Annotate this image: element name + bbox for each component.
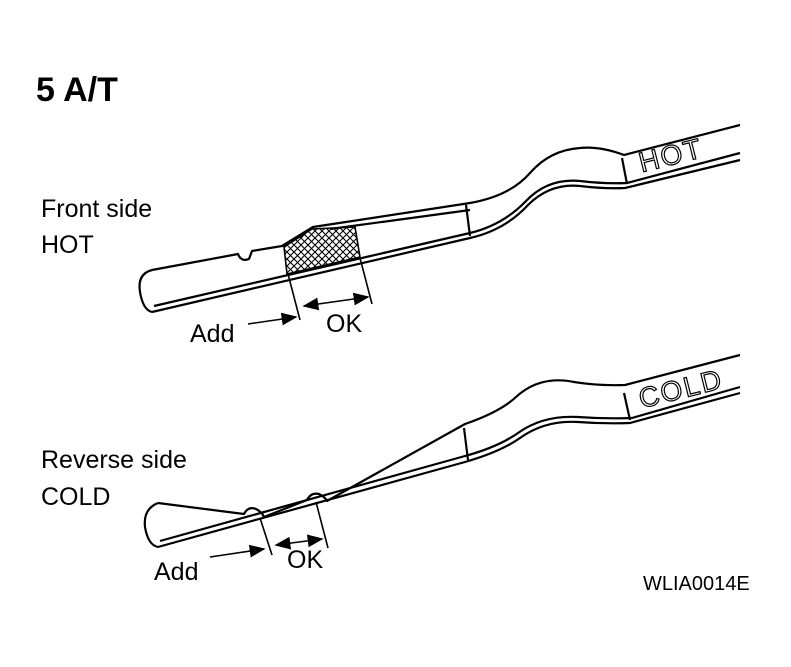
front-dipstick	[138, 123, 741, 314]
reverse-ok-label: OK	[287, 546, 324, 574]
front-add-label: Add	[190, 320, 235, 348]
reverse-dimension-lines	[209, 501, 329, 558]
figure-code: WLIA0014E	[643, 573, 750, 595]
reverse-temp-label: COLD	[41, 483, 111, 511]
page-title: 5 A/T	[36, 71, 118, 109]
front-ok-zone-hatch	[283, 226, 361, 275]
reverse-add-label: Add	[154, 558, 199, 586]
reverse-side-label: Reverse side	[41, 446, 187, 474]
reverse-dipstick	[143, 353, 741, 549]
front-ok-label: OK	[326, 310, 363, 338]
front-side-label: Front side	[41, 195, 153, 223]
front-temp-label: HOT	[41, 231, 94, 259]
front-dimension-lines	[247, 257, 373, 326]
